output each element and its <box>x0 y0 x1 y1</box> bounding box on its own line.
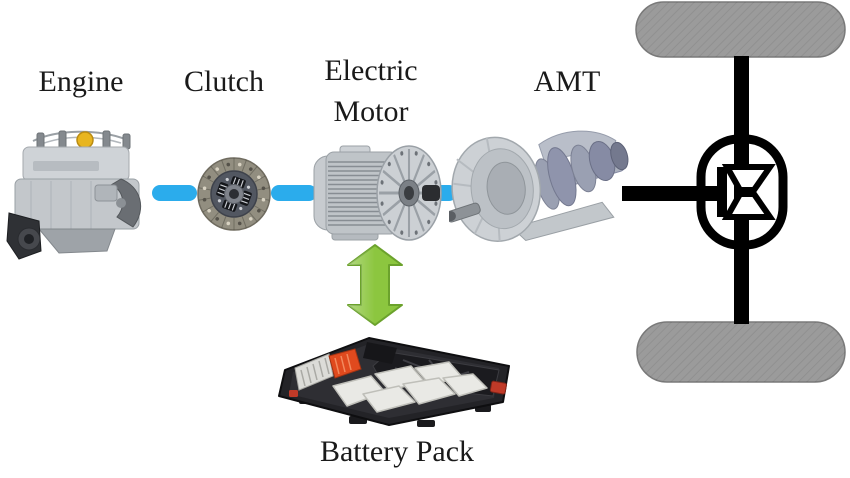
wheel-bottom <box>636 321 846 383</box>
engine-image <box>6 130 142 260</box>
wheel-top <box>635 1 846 58</box>
electric-motor-label-line1: Electric <box>324 54 418 87</box>
amt-transmission-image <box>449 130 629 242</box>
oil-cap-icon <box>76 131 94 149</box>
electrical-link-arrow <box>347 244 403 326</box>
mech-link-clutch-motor <box>271 185 317 201</box>
engine-label: Engine <box>38 65 124 98</box>
mech-link-engine-clutch <box>152 185 197 201</box>
clutch-disc-image <box>197 157 271 231</box>
differential-icon <box>696 134 788 250</box>
battery-pack-label: Battery Pack <box>319 435 475 468</box>
amt-label: AMT <box>533 65 601 98</box>
clutch-label: Clutch <box>184 65 264 98</box>
battery-pack-image <box>278 337 510 427</box>
electric-motor-label: Electric Motor <box>311 50 431 132</box>
electric-motor-image <box>313 145 442 241</box>
electric-motor-label-line2: Motor <box>333 95 409 128</box>
